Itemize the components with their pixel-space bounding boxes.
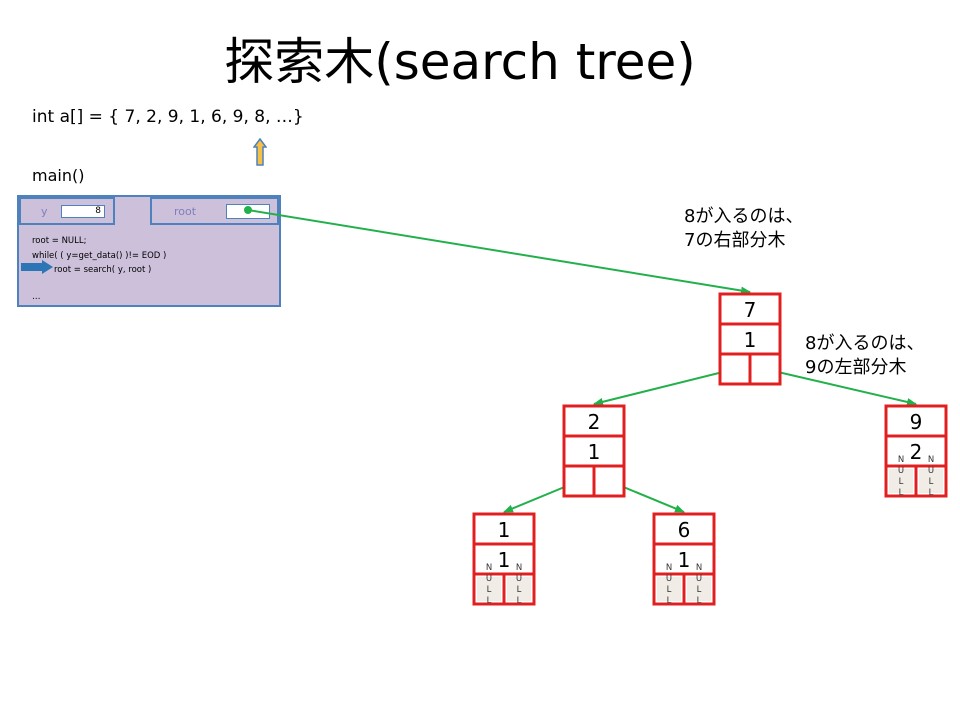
- null-label-letter: L: [517, 585, 522, 595]
- program-line: root = NULL;: [32, 236, 87, 246]
- annotation-note: 8が入るのは、 7の右部分木: [684, 205, 803, 253]
- annotation-line: 8が入るのは、: [805, 333, 925, 354]
- execution-pointer-arrow-icon: [21, 260, 53, 274]
- null-label-letter: L: [487, 596, 492, 606]
- child-pointer-edge: [764, 368, 917, 406]
- variable-y-value: 8: [61, 205, 105, 218]
- node-count: 1: [498, 548, 511, 572]
- variable-y-cell: y 8: [19, 197, 115, 225]
- null-label-letter: U: [898, 466, 904, 476]
- tree-node-2: 21: [562, 404, 626, 498]
- node-value: 7: [744, 298, 757, 322]
- null-label-letter: L: [929, 488, 934, 498]
- null-pointer-n6-right: NULL: [687, 563, 711, 606]
- null-label-letter: U: [696, 574, 702, 584]
- null-cell-fill: [477, 577, 501, 601]
- tree-node-7: 71: [718, 292, 782, 386]
- null-label-letter: L: [697, 596, 702, 606]
- node-value: 2: [588, 410, 601, 434]
- array-cursor-arrow-icon: [253, 138, 267, 166]
- null-label-letter: L: [929, 477, 934, 487]
- null-label-letter: N: [516, 563, 522, 573]
- null-label-letter: U: [928, 466, 934, 476]
- null-label-letter: L: [517, 596, 522, 606]
- variable-root-label: root: [174, 205, 197, 218]
- node-count: 1: [744, 328, 757, 352]
- null-pointer-n9-left: NULL: [889, 455, 913, 498]
- null-label-letter: N: [928, 455, 934, 465]
- node-value: 6: [678, 518, 691, 542]
- null-label-letter: U: [666, 574, 672, 584]
- variable-root-cell: root: [150, 197, 279, 225]
- child-pointer-edge: [593, 368, 736, 406]
- null-label-letter: U: [516, 574, 522, 584]
- root-pointer-edge: [247, 209, 751, 295]
- null-label-letter: L: [899, 488, 904, 498]
- null-pointer-n1-right: NULL: [507, 563, 531, 606]
- null-pointer-n1-left: NULL: [477, 563, 501, 606]
- null-cell-fill: [919, 469, 943, 493]
- null-pointer-n6-left: NULL: [657, 563, 681, 606]
- null-label-letter: N: [696, 563, 702, 573]
- null-label-letter: L: [667, 585, 672, 595]
- null-label-letter: N: [898, 455, 904, 465]
- null-cell-fill: [687, 577, 711, 601]
- function-label: main(): [32, 166, 85, 185]
- variable-y-label: y: [41, 205, 48, 218]
- annotation-line: 7の右部分木: [684, 230, 786, 251]
- null-label-letter: L: [697, 585, 702, 595]
- node-count: 1: [678, 548, 691, 572]
- program-line: while( ( y=get_data() )!= EOD ): [32, 251, 167, 261]
- null-pointer-n9-right: NULL: [919, 455, 943, 498]
- annotation-line: 9の左部分木: [805, 357, 907, 378]
- node-value: 1: [498, 518, 511, 542]
- program-line: …: [32, 292, 41, 302]
- null-label-letter: U: [486, 574, 492, 584]
- page-title: 探索木(search tree): [224, 33, 696, 91]
- null-label-letter: L: [899, 477, 904, 487]
- annotation-line: 8が入るのは、: [684, 206, 804, 227]
- array-declaration: int a[] = { 7, 2, 9, 1, 6, 9, 8, …}: [32, 107, 304, 127]
- null-label-letter: L: [667, 596, 672, 606]
- null-label-letter: L: [487, 585, 492, 595]
- node-count: 2: [910, 440, 923, 464]
- null-cell-fill: [507, 577, 531, 601]
- null-label-letter: N: [666, 563, 672, 573]
- annotation-note: 8が入るのは、 9の左部分木: [805, 332, 924, 380]
- program-line-current: root = search( y, root ): [54, 265, 152, 275]
- null-label-letter: N: [486, 563, 492, 573]
- node-count: 1: [588, 440, 601, 464]
- null-cell-fill: [889, 469, 913, 493]
- null-cell-fill: [657, 577, 681, 601]
- node-value: 9: [910, 410, 923, 434]
